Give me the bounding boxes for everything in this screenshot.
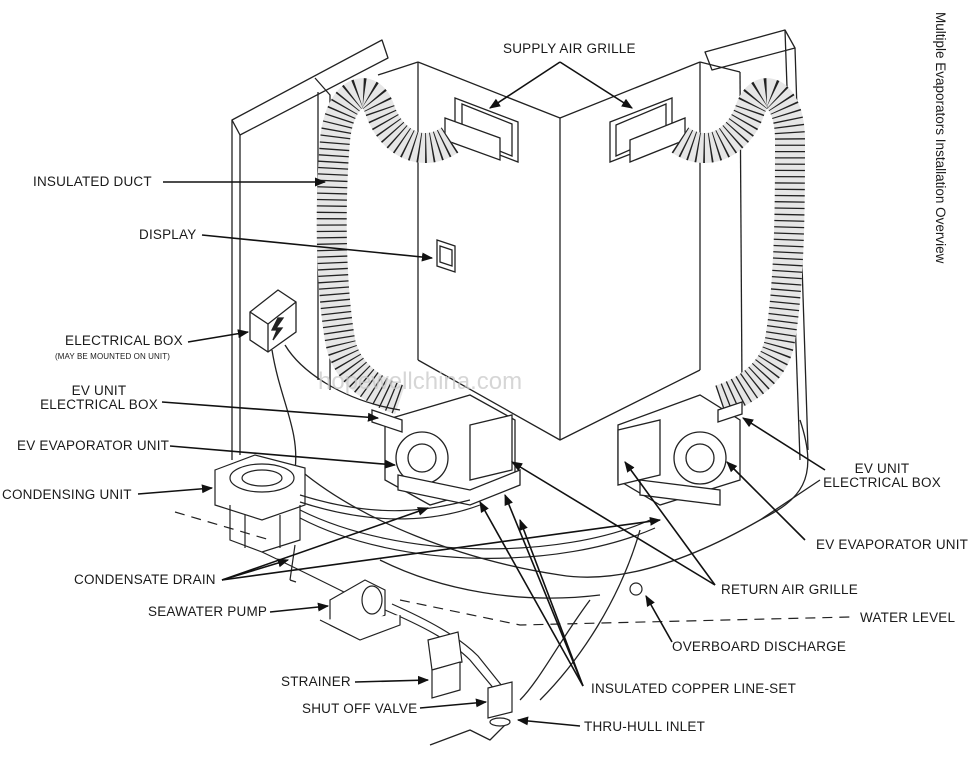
label-condensing-unit: CONDENSING UNIT xyxy=(2,487,132,502)
label-ev-unit-ebox-left-1: EV UNIT xyxy=(71,383,127,398)
hull-bottom xyxy=(429,719,511,746)
evaporator-units xyxy=(371,394,743,506)
arrow-copper-1 xyxy=(479,501,584,687)
arrow-seawater-pump xyxy=(269,602,330,613)
arrow-ev-evap-left xyxy=(169,445,397,469)
overboard-discharge-fitting xyxy=(629,582,643,596)
condensing-unit xyxy=(214,454,306,553)
lightning-icon xyxy=(270,317,285,341)
ev-ebox-right xyxy=(717,401,743,423)
label-seawater-pump: SEAWATER PUMP xyxy=(148,604,268,619)
return-grille-left xyxy=(469,414,513,481)
ev-base-right xyxy=(639,479,721,506)
label-supply-air-grille: SUPPLY AIR GRILLE xyxy=(503,41,636,56)
arrow-condensing-unit xyxy=(137,484,214,495)
label-electrical-box: ELECTRICAL BOX xyxy=(65,333,183,348)
central-column-top xyxy=(417,61,701,119)
arrow-ev-ebox-right xyxy=(742,417,826,471)
seawater-system xyxy=(319,579,643,727)
label-insulated-copper-line-set: INSULATED COPPER LINE-SET xyxy=(591,681,797,696)
pump-mount xyxy=(319,615,401,641)
diagram-title: Multiple Evaporators Installation Overvi… xyxy=(932,12,948,312)
electrical-box xyxy=(249,289,297,353)
ev-base-left xyxy=(397,469,521,506)
plumbing xyxy=(261,494,656,691)
label-ev-evaporator-unit-right: EV EVAPORATOR UNIT xyxy=(816,537,969,552)
arrow-copper-2 xyxy=(504,493,584,687)
label-ev-unit-ebox-right-1: EV UNIT xyxy=(854,461,910,476)
label-thru-hull-inlet: THRU-HULL INLET xyxy=(584,719,706,734)
arrow-shut-off-valve xyxy=(419,698,488,709)
label-ev-unit-ebox-right-2: ELECTRICAL BOX xyxy=(823,475,941,490)
diagram-title-text: Multiple Evaporators Installation Overvi… xyxy=(933,12,948,264)
label-display: DISPLAY xyxy=(139,227,197,242)
right-bulkhead-top xyxy=(704,29,796,71)
arrow-strainer xyxy=(354,675,430,685)
arrow-supply-left xyxy=(489,61,561,109)
strainer-bowl xyxy=(431,661,461,699)
label-strainer: STRAINER xyxy=(281,674,351,689)
label-condensate-drain: CONDENSATE DRAIN xyxy=(74,572,216,587)
left-bulkhead-top xyxy=(231,39,389,136)
arrow-copper-3 xyxy=(519,518,584,687)
label-shut-off-valve: SHUT OFF VALVE xyxy=(302,701,418,716)
arrow-return-right xyxy=(624,461,716,586)
duct-right-body xyxy=(671,78,806,415)
insulated-ducts xyxy=(316,78,806,415)
arrow-ev-ebox-left xyxy=(161,401,380,422)
arrow-condensate-3 xyxy=(221,558,290,581)
callout-arrows xyxy=(137,61,826,727)
duct-left-body xyxy=(316,78,459,415)
label-water-level: WATER LEVEL xyxy=(860,610,956,625)
arrow-return-left xyxy=(511,461,716,586)
label-insulated-duct: INSULATED DUCT xyxy=(33,174,152,189)
hull-floor xyxy=(299,469,821,578)
label-ev-evaporator-unit-left: EV EVAPORATOR UNIT xyxy=(17,438,170,453)
arrow-electrical-box xyxy=(187,329,250,343)
arrow-condensate-2 xyxy=(221,516,662,581)
supply-grilles xyxy=(444,97,686,163)
thru-hull-fitting xyxy=(489,717,511,727)
label-electrical-box-note: (MAY BE MOUNTED ON UNIT) xyxy=(55,352,170,361)
line-set-right xyxy=(299,509,651,550)
line-set-left xyxy=(299,494,471,512)
strainer-head xyxy=(427,631,463,671)
arrow-supply-right xyxy=(559,61,633,109)
water-level-line xyxy=(174,511,851,626)
arrow-thru-hull xyxy=(516,716,581,727)
label-overboard-discharge: OVERBOARD DISCHARGE xyxy=(672,639,847,654)
watermark: hopewellchina.com xyxy=(318,368,523,395)
label-ev-unit-ebox-left-2: ELECTRICAL BOX xyxy=(40,397,158,412)
arrow-ev-evap-right xyxy=(726,461,806,541)
arrow-condensate-1 xyxy=(221,507,430,581)
shut-off-valve xyxy=(487,681,513,719)
arrow-overboard xyxy=(645,595,673,643)
return-grille-right xyxy=(617,419,661,486)
arrow-display xyxy=(201,234,434,262)
controls xyxy=(249,239,456,471)
condensate-drain-line xyxy=(289,544,297,583)
label-return-air-grille: RETURN AIR GRILLE xyxy=(721,582,858,597)
